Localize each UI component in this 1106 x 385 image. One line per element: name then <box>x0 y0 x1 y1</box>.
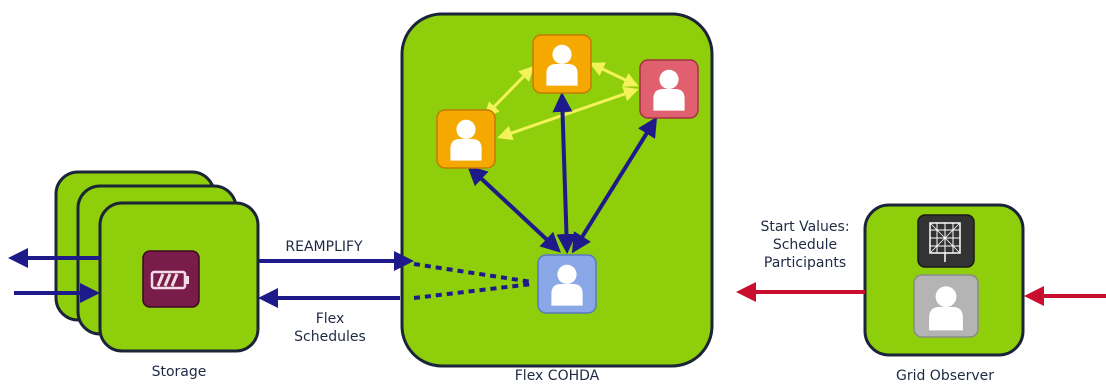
flex-schedules-label: Flex Schedules <box>280 310 380 346</box>
dotted-link-flex-schedules <box>413 282 533 300</box>
arrow-top-agent-to-blue <box>552 92 577 254</box>
grid-observer-agent <box>913 274 979 338</box>
arrow-pink-agent-to-blue <box>571 116 658 254</box>
start-values-line1: Start Values: <box>760 219 850 235</box>
storage-label: Storage <box>151 364 207 380</box>
storage-stack <box>54 170 260 353</box>
agent-pink <box>639 59 699 119</box>
agent-left <box>436 109 496 169</box>
agent-blue <box>537 254 597 314</box>
flex-schedules-line2: Schedules <box>294 329 366 345</box>
battery-icon <box>142 250 200 308</box>
arrow-left-agent-to-blue <box>467 165 561 253</box>
flex-schedules-line1: Flex <box>315 311 345 327</box>
power-grid-icon <box>917 214 975 268</box>
grid-observer-label: Grid Observer <box>895 368 995 384</box>
dotted-link-reamplify <box>413 262 533 284</box>
start-values-line3: Participants <box>763 255 847 271</box>
start-values-label: Start Values: Schedule Participants <box>745 218 865 272</box>
agent-to-coordinator-arrows <box>467 92 658 254</box>
flex-cohda-label: Flex COHDA <box>514 368 600 384</box>
reamplify-label: REAMPLIFY <box>285 239 363 255</box>
agent-top <box>532 34 592 94</box>
arrow-agent-top-to-pink <box>589 62 639 87</box>
start-values-line2: Schedule <box>772 237 838 253</box>
